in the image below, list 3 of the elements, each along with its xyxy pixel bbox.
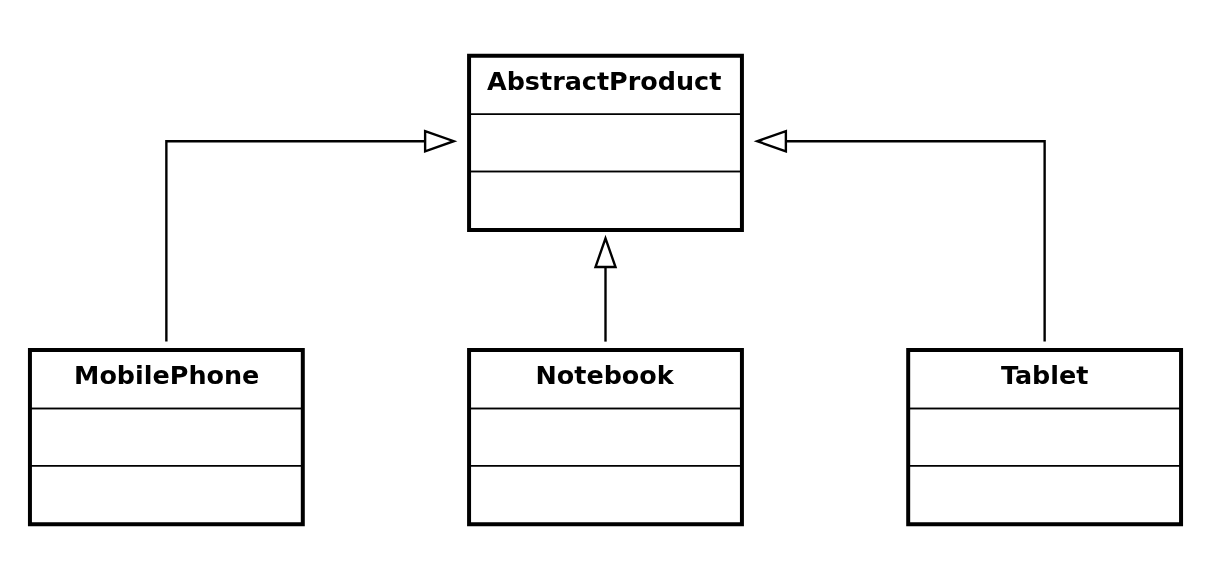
arrow [165,129,458,342]
arrow [593,234,618,342]
arrow [753,129,1046,342]
